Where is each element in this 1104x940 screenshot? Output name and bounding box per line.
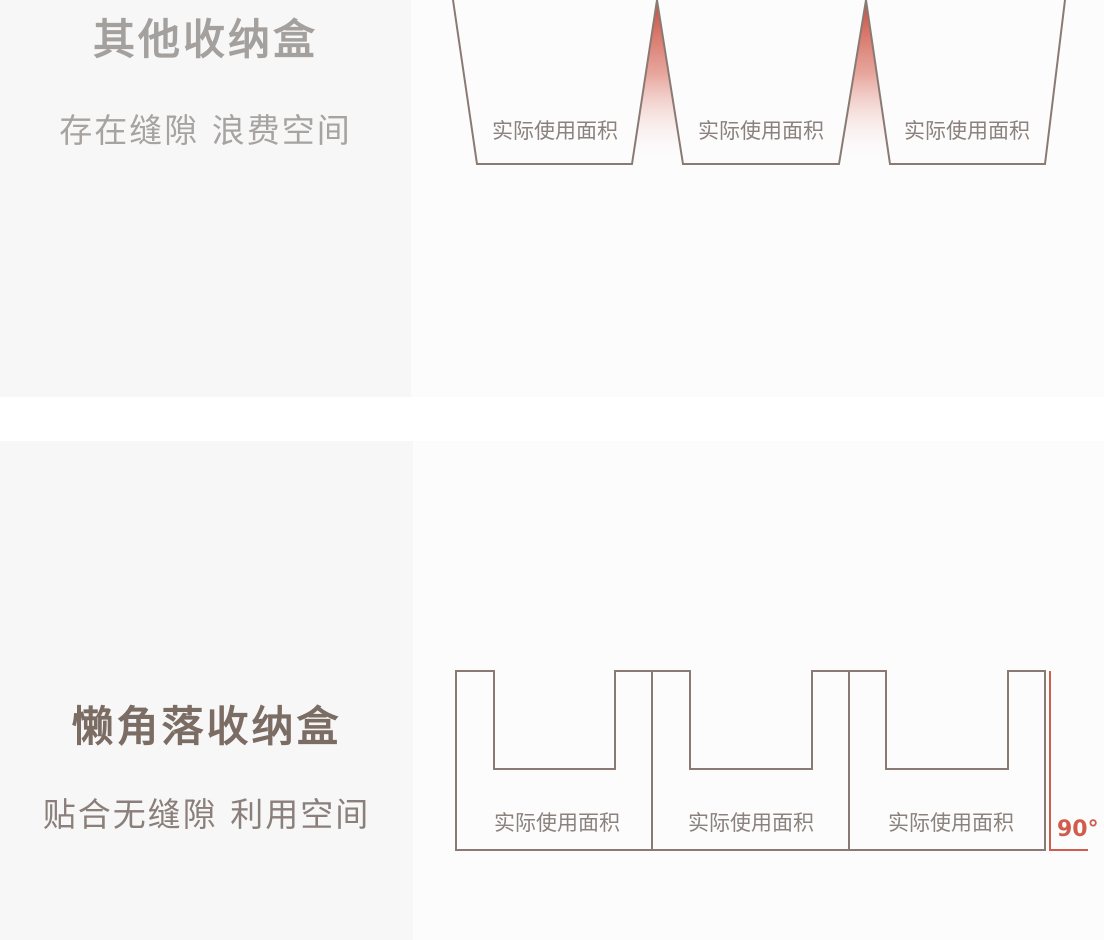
square-boxes-diagram: 实际使用面积 实际使用面积 实际使用面积 90° [455, 670, 1099, 851]
lazy-box-diagram-panel [413, 441, 1104, 940]
tapered-box-1 [452, 0, 658, 165]
other-box-subtitle: 存在缝隙 浪费空间 [59, 111, 352, 150]
tapered-box-3 [865, 0, 1066, 165]
square-box-1 [455, 670, 653, 851]
lazy-box-subtitle: 贴合无缝隙 利用空间 [42, 795, 371, 834]
tapered-box-1-label: 实际使用面积 [492, 119, 618, 143]
right-angle-label: 90° [1057, 817, 1099, 842]
right-angle-marker [1049, 671, 1088, 851]
square-box-2 [651, 670, 850, 851]
square-box-3 [848, 670, 1046, 851]
other-box-text-panel: 其他收纳盒 存在缝隙 浪费空间 [0, 0, 411, 397]
comparison-lazy-corner-box-section: 懒角落收纳盒 贴合无缝隙 利用空间 实际使用面积 实际使用面积 实际使用面积 9… [0, 441, 1104, 940]
wasted-gap-1 [632, 0, 683, 164]
square-box-3-label: 实际使用面积 [888, 811, 1014, 835]
square-box-1-label: 实际使用面积 [494, 811, 620, 835]
tapered-boxes-diagram: 实际使用面积 实际使用面积 实际使用面积 [452, 0, 1066, 165]
other-box-title: 其他收纳盒 [92, 15, 318, 64]
tapered-box-2-label: 实际使用面积 [698, 119, 824, 143]
lazy-box-title: 懒角落收纳盒 [71, 702, 342, 751]
tapered-box-2 [656, 0, 867, 165]
wasted-gap-2 [839, 0, 890, 164]
tapered-box-3-label: 实际使用面积 [904, 119, 1030, 143]
other-box-diagram-panel [411, 0, 1104, 397]
lazy-box-text-panel: 懒角落收纳盒 贴合无缝隙 利用空间 [0, 441, 413, 940]
square-box-2-label: 实际使用面积 [688, 811, 814, 835]
comparison-other-box-section: 其他收纳盒 存在缝隙 浪费空间 实际使用面积 实际使用面积 实际使用面积 [0, 0, 1104, 397]
